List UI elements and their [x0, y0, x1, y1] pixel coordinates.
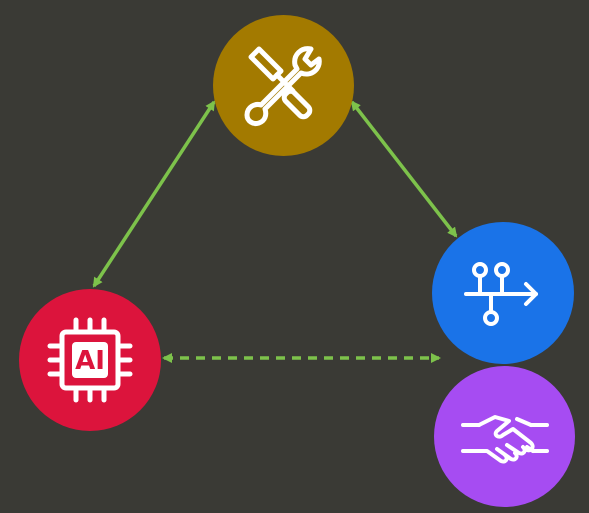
ai-chip-icon: AI	[47, 317, 133, 403]
connector-ai-tools	[92, 100, 216, 288]
tools-node	[213, 15, 354, 156]
ai-label: AI	[75, 346, 105, 376]
connector-tools-flow	[350, 100, 458, 238]
handshake-node	[434, 366, 575, 507]
handshake-icon	[460, 414, 549, 463]
flow-branch-icon	[464, 262, 538, 326]
flow-node	[432, 222, 574, 364]
tools-icon	[244, 45, 322, 126]
ai-node: AI	[19, 289, 161, 431]
